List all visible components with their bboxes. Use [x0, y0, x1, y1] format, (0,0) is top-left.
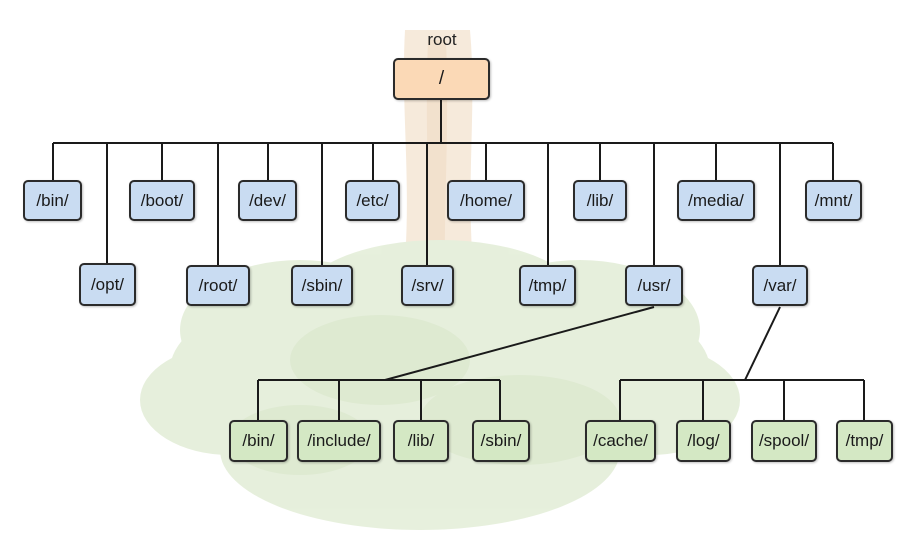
root-label: root	[427, 30, 457, 49]
dir-node-dev[interactable]: /dev/	[238, 180, 297, 221]
dir-node-media[interactable]: /media/	[677, 180, 755, 221]
var-child-cache[interactable]: /cache/	[585, 420, 656, 462]
usr-child-sbin[interactable]: /sbin/	[472, 420, 530, 462]
dir-node-var[interactable]: /var/	[752, 265, 808, 306]
root-directory-node[interactable]: /	[393, 58, 490, 100]
dir-node-srv[interactable]: /srv/	[401, 265, 454, 306]
usr-child-bin[interactable]: /bin/	[229, 420, 288, 462]
dir-node-boot[interactable]: /boot/	[129, 180, 195, 221]
dir-node-opt[interactable]: /opt/	[79, 263, 136, 306]
usr-child-include[interactable]: /include/	[297, 420, 381, 462]
dir-node-root[interactable]: /root/	[186, 265, 250, 306]
dir-node-mnt[interactable]: /mnt/	[805, 180, 862, 221]
dir-node-usr[interactable]: /usr/	[625, 265, 683, 306]
var-child-spool[interactable]: /spool/	[751, 420, 817, 462]
usr-diagonal-line	[384, 306, 655, 381]
var-child-log[interactable]: /log/	[676, 420, 731, 462]
dir-node-sbin[interactable]: /sbin/	[291, 265, 353, 306]
var-child-tmp[interactable]: /tmp/	[836, 420, 893, 462]
dir-node-home[interactable]: /home/	[447, 180, 525, 221]
dir-node-bin[interactable]: /bin/	[23, 180, 82, 221]
dir-node-tmp[interactable]: /tmp/	[519, 265, 576, 306]
var-diagonal-line	[744, 306, 781, 381]
dir-node-etc[interactable]: /etc/	[345, 180, 400, 221]
dir-node-lib[interactable]: /lib/	[573, 180, 627, 221]
usr-child-lib[interactable]: /lib/	[393, 420, 449, 462]
